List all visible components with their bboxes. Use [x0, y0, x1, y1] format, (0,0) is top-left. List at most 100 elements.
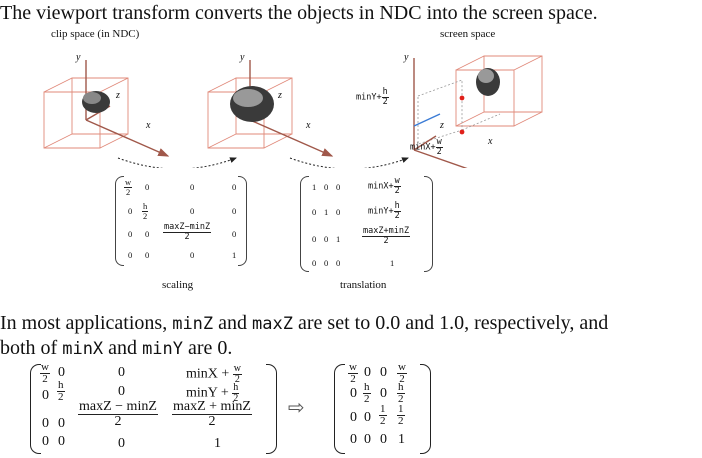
axis-y-label-2: y: [240, 52, 245, 63]
r-r3c3-den: 2: [380, 415, 386, 427]
r-r3c2: 0: [364, 410, 371, 425]
t-w-num: w: [393, 176, 401, 187]
combined-matrix-left-paren: [30, 364, 41, 454]
w-numerator: w: [435, 137, 443, 148]
screen-space-blue-axis: [413, 113, 441, 127]
para-text-4: both of: [0, 337, 63, 359]
c-r1c4-num: w: [232, 363, 243, 375]
t-r4c3: 0: [336, 258, 341, 268]
para-text-3: are set to 0.0 and 1.0, respectively, an…: [293, 312, 609, 334]
clip-space-caption: clip space (in NDC): [51, 28, 140, 40]
axis-z-label-3: z: [440, 120, 444, 131]
scaling-caption: scaling: [162, 279, 194, 291]
miny-text: minY+: [356, 92, 382, 103]
r-r2c4-num: h: [397, 381, 405, 394]
c-w-den: 2: [42, 373, 48, 385]
screen-space-caption: screen space: [440, 28, 496, 40]
c-z-den: 2: [114, 414, 122, 429]
h-numerator: h: [381, 87, 389, 98]
para-maxz: maxZ: [252, 314, 293, 334]
s-r2c3: 0: [190, 206, 195, 216]
c-w-num: w: [40, 361, 50, 374]
para-minx: minX: [62, 339, 104, 359]
r-r4c4: 1: [398, 432, 405, 447]
c-r3c4-num: maxZ + minZ: [172, 399, 252, 415]
r-r4c1: 0: [350, 432, 357, 447]
s-w-num: w: [124, 177, 133, 188]
s-r2c1: 0: [128, 206, 133, 216]
t-r3c1: 0: [312, 234, 317, 244]
axis-z-label-1: z: [116, 90, 120, 101]
clip-space-object: [82, 91, 110, 113]
translation-matrix-left-paren: [300, 176, 309, 272]
r-r1c4-num: w: [397, 361, 407, 374]
t-r4c2: 0: [324, 258, 329, 268]
t-r1c1: 1: [312, 182, 317, 192]
c-r4c2: 0: [58, 434, 65, 449]
axis-y-label-1: y: [76, 52, 81, 63]
c-r3c2: 0: [58, 416, 65, 431]
c-r4c3: 0: [118, 436, 125, 451]
para-text-5: and: [103, 337, 143, 359]
r-r1c1-num: w: [348, 361, 358, 374]
c-miny-text: minY +: [186, 385, 229, 401]
c-r1c2: 0: [58, 365, 65, 380]
s-w-den: 2: [125, 186, 131, 197]
c-minx-text: minX +: [186, 366, 230, 382]
r-r2c1: 0: [350, 386, 357, 401]
r-r3c3-num: 1: [379, 403, 387, 416]
t-r1c3: 0: [336, 182, 341, 192]
r-r2c3: 0: [380, 386, 387, 401]
scaling-arrow: [117, 157, 237, 168]
r-r1c1-den: 2: [350, 373, 356, 385]
r-r1c2: 0: [364, 365, 371, 380]
para-text-1: In most applications,: [0, 312, 173, 334]
c-r1c3: 0: [118, 365, 125, 380]
h-denominator: 2: [382, 96, 388, 107]
t-z-den: 2: [383, 235, 389, 246]
c-r2c3: 0: [118, 384, 125, 399]
s-r4c4: 1: [232, 250, 237, 260]
t-r2c3: 0: [336, 207, 341, 217]
simplified-matrix-left-paren: [334, 364, 345, 454]
c-r2c4-den: 2: [233, 393, 239, 404]
minx-text: minX+: [410, 142, 436, 153]
s-r3c2: 0: [145, 229, 150, 239]
r-r3c4-den: 2: [398, 415, 404, 427]
clip-space-cube: [43, 77, 129, 149]
corner-dot-top: [459, 95, 465, 101]
t-r4c1: 0: [312, 258, 317, 268]
r-r1c4-den: 2: [399, 373, 405, 385]
s-z-num: maxZ−minZ: [163, 222, 212, 233]
screen-space-cube: [455, 55, 543, 127]
s-r4c1: 0: [128, 250, 133, 260]
translation-caption: translation: [340, 279, 387, 291]
s-r3c1: 0: [128, 229, 133, 239]
heading: The viewport transform converts the obje…: [0, 2, 598, 24]
t-r2c1: 0: [312, 207, 317, 217]
c-r4c1: 0: [42, 434, 49, 449]
